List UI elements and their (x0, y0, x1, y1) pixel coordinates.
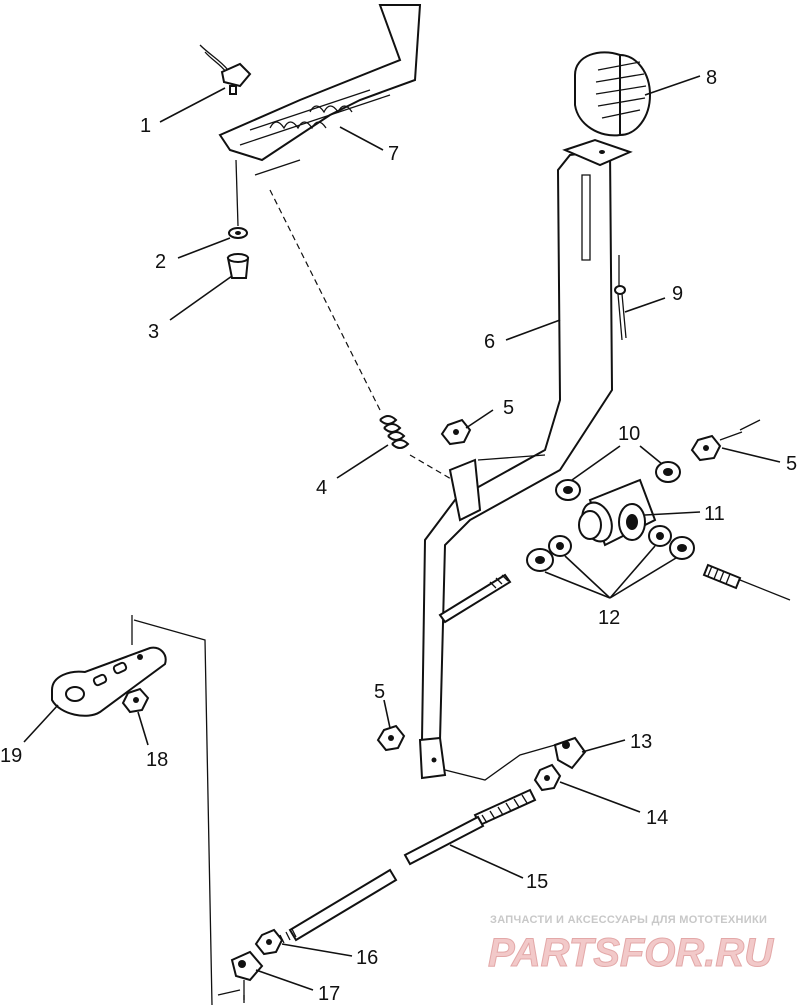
part-4-spring (269, 189, 471, 491)
callout-6: 6 (484, 331, 495, 353)
part-9-cotter-pin (614, 255, 627, 341)
part-2-washer (228, 159, 248, 239)
callout-1: 1 (140, 115, 151, 137)
callout-9: 9 (672, 283, 683, 305)
part-10-washer-left (555, 479, 581, 501)
part-12-bushings (526, 419, 791, 601)
part-5-nut-right (690, 431, 743, 462)
part-3-bushing (226, 253, 250, 279)
callout-3: 3 (148, 321, 159, 343)
part-19-brake-arm (51, 646, 167, 717)
part-8-pedal-pad (574, 51, 651, 137)
connector-lines (131, 615, 241, 1005)
part-15-brake-rod (279, 788, 537, 944)
callout-11: 11 (704, 503, 725, 525)
callout-18: 18 (146, 749, 168, 771)
callout-8: 8 (706, 67, 717, 89)
callout-5-lower: 5 (374, 681, 385, 703)
part-5-nut-lower (376, 724, 406, 752)
leader-lines (23, 75, 781, 991)
part-5-nut-upper (440, 418, 472, 446)
watermark: ЗАПЧАСТИ И АКСЕССУАРЫ ДЛЯ МОТОТЕХНИКИ PA… (488, 914, 775, 976)
callout-2: 2 (155, 251, 166, 273)
callout-5-upper: 5 (503, 397, 514, 419)
callout-17: 17 (318, 983, 340, 1005)
callout-19: 19 (0, 745, 22, 767)
watermark-caption: ЗАПЧАСТИ И АКСЕССУАРЫ ДЛЯ МОТОТЕХНИКИ (490, 914, 767, 926)
callout-5-right: 5 (786, 453, 797, 475)
part-6-pedal-lever (418, 138, 633, 780)
part-11-pivot-tube (578, 478, 657, 547)
frame-bracket (218, 4, 422, 176)
callout-labels: 1 2 3 4 5 6 7 8 9 10 5 11 12 5 13 14 15 … (0, 67, 797, 1005)
part-18-nut (121, 687, 150, 714)
watermark-logo: PARTSFOR.RU (488, 931, 774, 975)
part-17-clevis (230, 950, 264, 1003)
callout-10: 10 (618, 423, 640, 445)
callout-12: 12 (598, 607, 620, 629)
part-13-clevis (444, 736, 587, 781)
callout-14: 14 (646, 807, 668, 829)
callout-13: 13 (630, 731, 652, 753)
callout-16: 16 (356, 947, 378, 969)
part-16-jam-nut (254, 928, 284, 956)
callout-15: 15 (526, 871, 548, 893)
part-14-jam-nut (533, 763, 562, 792)
part-1-switch (199, 44, 252, 95)
callout-4: 4 (316, 477, 327, 499)
part-10-washer-right (655, 461, 681, 483)
callout-7: 7 (388, 143, 399, 165)
